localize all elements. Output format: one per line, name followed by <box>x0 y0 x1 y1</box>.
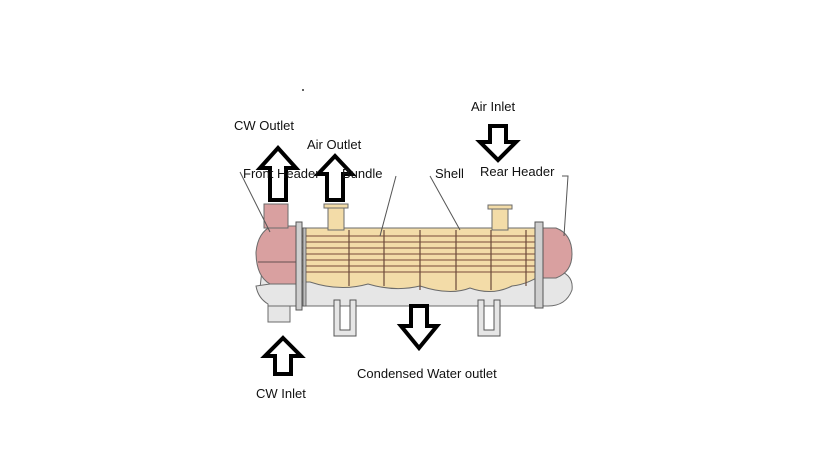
cw-inlet-nozzle <box>267 305 291 323</box>
cw-outlet-arrow <box>255 145 301 202</box>
label-cw-inlet: CW Inlet <box>256 386 306 401</box>
label-air-outlet: Air Outlet <box>307 137 362 152</box>
label-shell: Shell <box>435 166 464 181</box>
stray-dot <box>302 89 304 91</box>
air-inlet-nozzle <box>491 207 509 231</box>
rear-header <box>539 227 573 279</box>
front-flange <box>302 227 307 307</box>
cw-inlet-arrow <box>260 335 306 376</box>
condensed-water-arrow <box>396 304 442 352</box>
cw-outlet-nozzle <box>263 203 289 229</box>
label-cw-outlet: CW Outlet <box>234 118 294 133</box>
condensate-leg-right <box>477 299 501 337</box>
label-bundle: Bundle <box>342 166 382 181</box>
air-inlet-arrow <box>475 124 521 163</box>
tube-bundle <box>300 235 545 273</box>
front-tubesheet <box>295 221 303 311</box>
label-condensed-water-outlet: Condensed Water outlet <box>357 366 497 381</box>
label-air-inlet: Air Inlet <box>471 99 515 114</box>
air-outlet-nozzle <box>327 205 345 231</box>
condensate-leg-left <box>333 299 357 337</box>
leader-lines <box>239 171 569 237</box>
label-front-header: Front Header <box>243 166 320 181</box>
front-header <box>255 225 301 285</box>
label-rear-header: Rear Header <box>480 164 555 179</box>
air-outlet-arrow <box>313 153 357 202</box>
rear-tubesheet <box>534 221 544 309</box>
baffles <box>348 230 527 290</box>
